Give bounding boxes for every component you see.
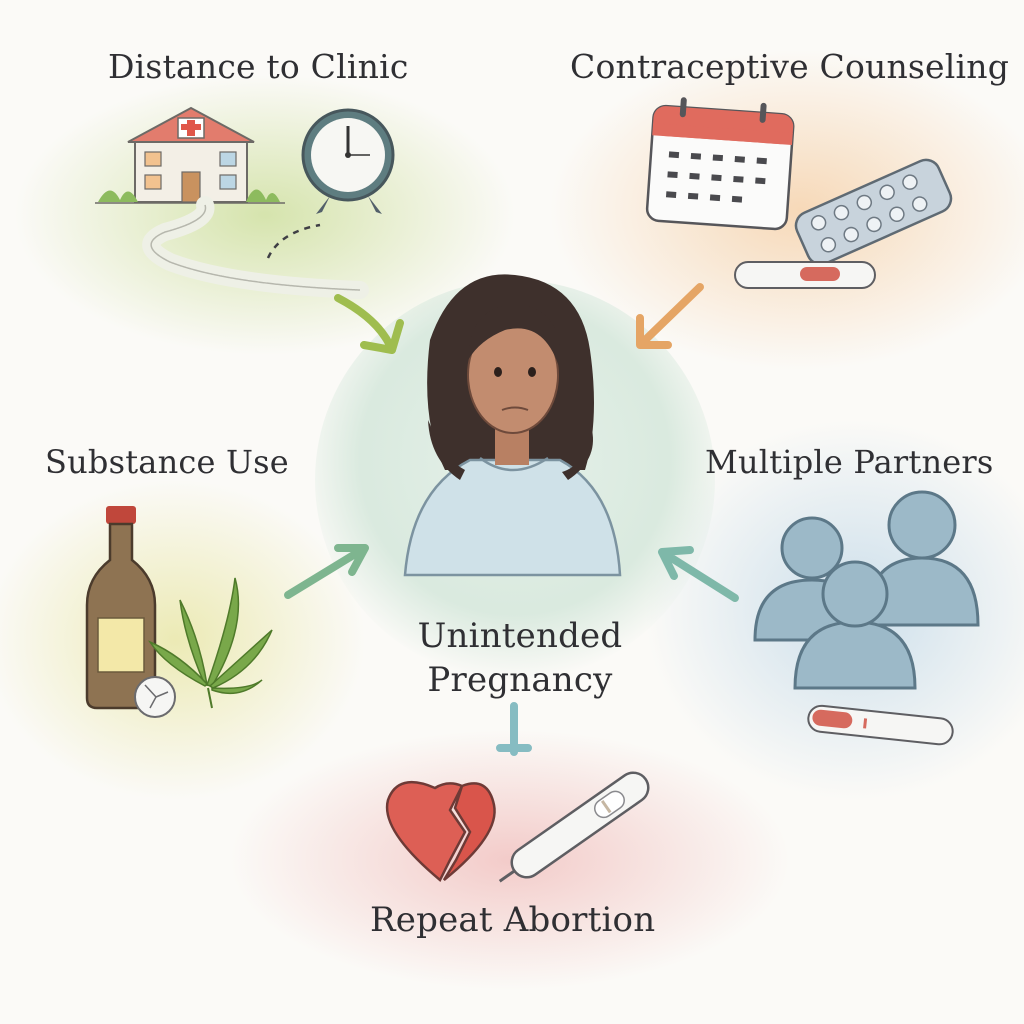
clinic-building-icon (95, 106, 285, 204)
dashed-route (266, 223, 321, 259)
road-edge (150, 204, 361, 291)
substance-arrow (284, 544, 369, 599)
outcome-wash (230, 730, 790, 990)
pregnancy-test-icon (734, 261, 876, 289)
counseling-arrow (636, 283, 704, 349)
cracked-ball-icon (134, 676, 176, 718)
people-group-icon (753, 490, 980, 690)
center-label: Unintended Pregnancy (417, 616, 623, 700)
bottle-icon (85, 506, 157, 710)
pill-pack-icon (794, 158, 953, 266)
factor-counseling-label: Contraceptive Counseling (570, 47, 1010, 86)
partners-arrow (658, 546, 739, 602)
distance-arrow (334, 294, 404, 354)
outcome-label: Repeat Abortion (370, 900, 656, 940)
factor-substance-label: Substance Use (45, 443, 289, 481)
substance-wash (0, 480, 365, 800)
pregnancy-test-3-icon (498, 771, 650, 883)
outcome-arrow (496, 702, 532, 756)
broken-heart-icon (385, 780, 496, 882)
pregnancy-test-2-icon (807, 704, 954, 746)
factor-distance-label: Distance to Clinic (108, 47, 409, 86)
cannabis-leaf-icon (148, 577, 273, 709)
calendar-icon (645, 97, 795, 231)
factor-partners-label: Multiple Partners (705, 443, 994, 481)
clock-icon (301, 108, 395, 214)
woman-figure-icon (403, 274, 622, 577)
